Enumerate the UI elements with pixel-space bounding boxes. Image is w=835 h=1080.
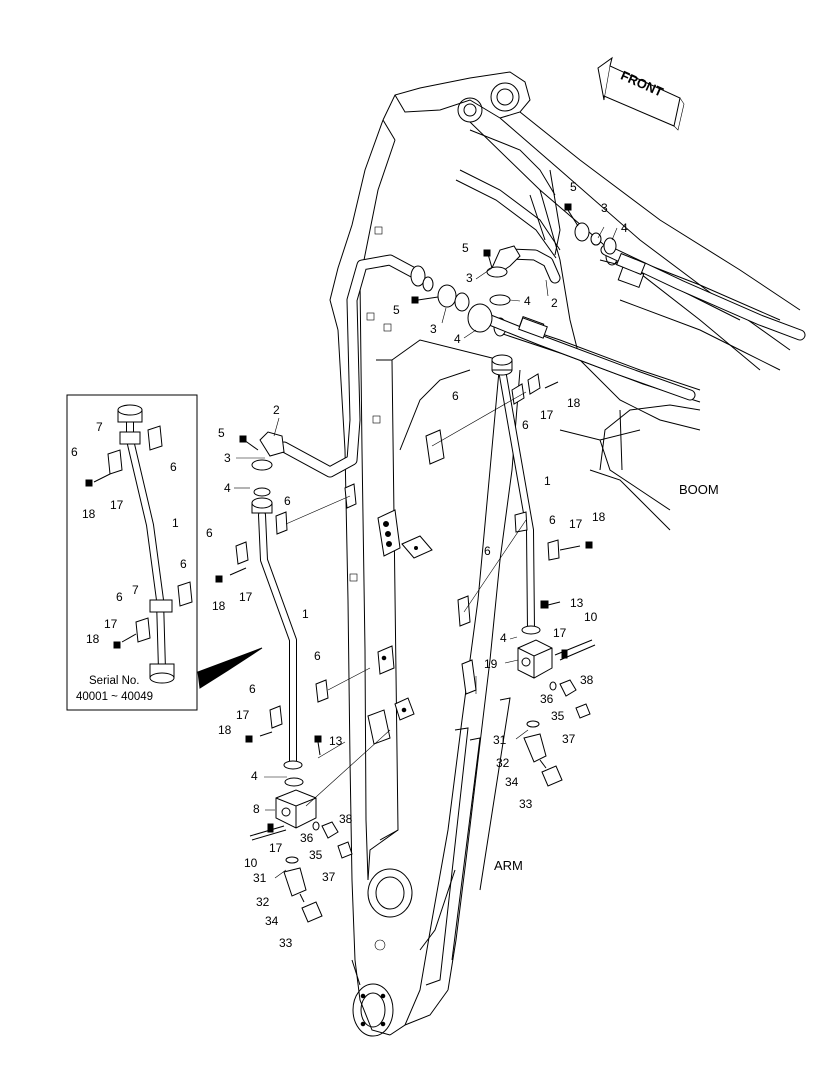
- callout-6: 6: [314, 649, 321, 663]
- callout-18: 18: [567, 396, 581, 410]
- pipe-right: [491, 354, 596, 787]
- callout-6: 6: [71, 445, 78, 459]
- callout-4: 4: [524, 294, 531, 308]
- callout-38: 38: [339, 812, 353, 826]
- callout-8: 8: [253, 802, 260, 816]
- callout-6: 6: [549, 513, 556, 527]
- callout-36: 36: [300, 831, 314, 845]
- callout-36: 36: [540, 692, 554, 706]
- callout-35: 35: [551, 709, 565, 723]
- callout-34: 34: [265, 914, 279, 928]
- callout-leaders: [234, 226, 618, 879]
- callout-3: 3: [224, 451, 231, 465]
- callout-13: 13: [329, 734, 343, 748]
- callout-17: 17: [569, 517, 583, 531]
- callout-34: 34: [505, 775, 519, 789]
- callout-2: 2: [273, 403, 280, 417]
- callout-6: 6: [452, 389, 459, 403]
- callout-6: 6: [284, 494, 291, 508]
- callout-5: 5: [218, 426, 225, 440]
- region-labels: BOOM ARM: [494, 482, 719, 873]
- callout-35: 35: [309, 848, 323, 862]
- callout-1: 1: [172, 516, 179, 530]
- callout-37: 37: [562, 732, 576, 746]
- inset-serial: Serial No. 40001 ~ 40049: [76, 675, 153, 703]
- arm-structure: [329, 119, 521, 1037]
- callout-1: 1: [302, 607, 309, 621]
- callout-17: 17: [104, 617, 118, 631]
- callout-6: 6: [484, 544, 491, 558]
- callout-19: 19: [484, 657, 498, 671]
- callout-6: 6: [206, 526, 213, 540]
- callout-13: 13: [570, 596, 584, 610]
- callout-33: 33: [519, 797, 533, 811]
- front-arrow: FRONT: [597, 56, 685, 131]
- callout-3: 3: [601, 201, 608, 215]
- callout-5: 5: [393, 303, 400, 317]
- callout-5: 5: [570, 180, 577, 194]
- callout-6: 6: [180, 557, 187, 571]
- callout-18: 18: [592, 510, 606, 524]
- callout-17: 17: [269, 841, 283, 855]
- callout-33: 33: [279, 936, 293, 950]
- callout-4: 4: [251, 769, 258, 783]
- hose-2: [278, 254, 434, 478]
- callout-31: 31: [253, 871, 267, 885]
- callout-7: 7: [96, 420, 103, 434]
- callout-17: 17: [553, 626, 567, 640]
- arm-label: ARM: [494, 858, 523, 873]
- callout-7: 7: [132, 583, 139, 597]
- callout-1: 1: [544, 474, 551, 488]
- callout-18: 18: [82, 507, 96, 521]
- callout-38: 38: [580, 673, 594, 687]
- callout-6: 6: [249, 682, 256, 696]
- callout-17: 17: [540, 408, 554, 422]
- leader-lines: [285, 391, 527, 807]
- callout-32: 32: [256, 895, 270, 909]
- serial-title: Serial No.: [89, 675, 140, 687]
- callout-5: 5: [462, 241, 469, 255]
- callout-6: 6: [170, 460, 177, 474]
- serial-range: 40001 ~ 40049: [76, 691, 153, 703]
- callout-10: 10: [584, 610, 598, 624]
- callout-18: 18: [218, 723, 232, 737]
- callout-37: 37: [322, 870, 336, 884]
- callout-4: 4: [224, 481, 231, 495]
- callout-6: 6: [116, 590, 123, 604]
- boom-label: BOOM: [679, 482, 719, 497]
- callout-17: 17: [236, 708, 250, 722]
- callout-4: 4: [500, 631, 507, 645]
- callout-3: 3: [430, 322, 437, 336]
- callout-31: 31: [493, 733, 507, 747]
- pipe-left: [215, 431, 353, 923]
- callout-2: 2: [551, 296, 558, 310]
- callout-18: 18: [212, 599, 226, 613]
- callout-3: 3: [466, 271, 473, 285]
- callout-17: 17: [110, 498, 124, 512]
- callout-18: 18: [86, 632, 100, 646]
- inset-panel: [66, 394, 263, 711]
- callout-10: 10: [244, 856, 258, 870]
- callout-4: 4: [621, 221, 628, 235]
- part-callouts: 5 3 4 5 3 2 4 5 3 4 17 18 6 6 1 6 17 18 …: [71, 180, 628, 950]
- callout-17: 17: [239, 590, 253, 604]
- boom-hose-assembly: [411, 203, 806, 401]
- callout-6: 6: [522, 418, 529, 432]
- callout-32: 32: [496, 756, 510, 770]
- callout-4: 4: [454, 332, 461, 346]
